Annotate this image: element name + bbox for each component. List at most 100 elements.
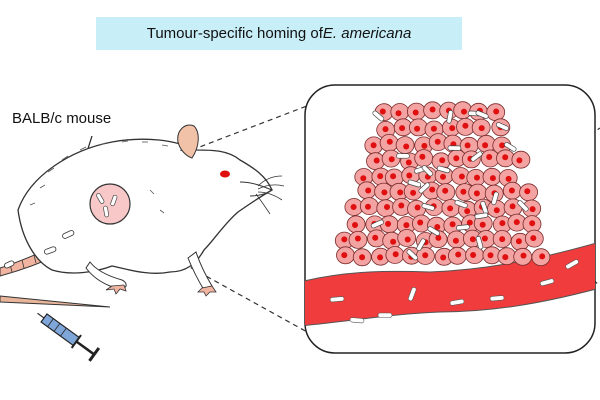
bacterium-rod-icon [491, 191, 499, 206]
cell-nucleus [392, 251, 399, 258]
cell-nucleus [478, 125, 485, 132]
cell-nucleus [341, 252, 348, 259]
cell-nucleus [529, 206, 536, 213]
syringe-icon [37, 312, 101, 362]
cell-nucleus [399, 125, 406, 132]
cell-nucleus [520, 252, 527, 259]
bacterium-rod-icon [565, 259, 579, 270]
mouse-label: BALB/c mouse [12, 110, 112, 127]
cell-nucleus [379, 108, 386, 115]
bacterium-rod-icon [372, 110, 385, 122]
bacterium-rod-icon [62, 230, 75, 239]
cell-nucleus [529, 220, 536, 227]
fore-paw [197, 285, 217, 297]
cell-nucleus [360, 175, 367, 182]
cell-nucleus [487, 252, 494, 259]
hind-paw [105, 284, 127, 295]
cell-nucleus [388, 156, 395, 163]
cell-nucleus [452, 237, 459, 244]
bacterium-rod-icon [475, 235, 484, 250]
cell-nucleus [515, 238, 522, 245]
cell-nucleus [493, 207, 500, 214]
cell-nucleus [359, 254, 366, 261]
cell-nucleus [404, 236, 411, 243]
cell-nucleus [461, 108, 467, 115]
bacterium-rod-icon [504, 142, 517, 152]
bacterium-rod-icon [370, 219, 384, 229]
title-species: E. americana [322, 25, 412, 42]
cell-nucleus [352, 222, 358, 228]
cell-nucleus [430, 125, 437, 132]
cell-nucleus [524, 188, 531, 195]
cell-nucleus [412, 109, 419, 116]
cell-nucleus [377, 254, 384, 261]
bacterium-rod-icon [421, 203, 435, 211]
cell-nucleus [464, 208, 471, 215]
bacterium-rod-icon [407, 179, 422, 188]
cell-nucleus [365, 203, 371, 210]
bacterium-rod-icon [489, 295, 505, 302]
cell-nucleus [385, 220, 392, 227]
cell-nucleus [453, 155, 460, 162]
cell-nucleus [482, 142, 489, 149]
bacterium-rod-icon [454, 199, 468, 209]
cell-nucleus [449, 125, 456, 132]
cell-nucleus [502, 254, 509, 261]
bacterium-rod-icon [495, 122, 509, 131]
cell-nucleus [373, 157, 380, 164]
cell-nucleus [499, 236, 506, 243]
tumour-mass [334, 101, 551, 267]
bacterium-rod-icon [349, 317, 365, 324]
cell-nucleus [350, 204, 357, 210]
diagram-title: Tumour-specific homing of E. americana [96, 17, 462, 50]
cell-nucleus [422, 252, 429, 259]
cell-nucleus [354, 235, 361, 242]
bacterium-rod-icon [470, 151, 483, 162]
bacterium-rod-icon [418, 182, 430, 194]
title-prefix: Tumour-specific homing of [146, 25, 323, 42]
cell-nucleus [377, 173, 384, 180]
bacterium-rod-icon [416, 238, 426, 252]
cell-nucleus [417, 219, 424, 226]
bacterium-rod-icon [446, 110, 454, 124]
cell-nucleus [429, 186, 436, 193]
cell-nucleus [381, 189, 388, 196]
cell-nucleus [493, 108, 500, 115]
cell-nucleus [384, 204, 390, 210]
cell-nucleus [370, 142, 377, 149]
bacterium-rod-icon [406, 249, 419, 261]
bacterium-rod-icon [427, 226, 441, 236]
bacterium-rod-icon [396, 153, 410, 159]
cell-nucleus [449, 221, 456, 228]
cell-nucleus [398, 202, 405, 209]
cell-nucleus [382, 126, 389, 133]
cell-nucleus [429, 106, 436, 113]
cell-nucleus [421, 142, 428, 149]
cell-nucleus [365, 187, 372, 194]
zoom-panel [304, 84, 596, 354]
bacterium-rod-icon [447, 145, 462, 151]
cell-nucleus [439, 157, 446, 164]
bacterium-rod-icon [436, 165, 451, 174]
cell-nucleus [390, 238, 397, 245]
cell-nucleus [499, 142, 506, 149]
cell-nucleus [489, 175, 496, 182]
cell-nucleus [414, 204, 421, 211]
cell-nucleus [372, 234, 379, 241]
cell-nucleus [513, 219, 520, 226]
cell-nucleus [397, 189, 404, 196]
cell-nucleus [435, 234, 442, 241]
mouse-ear [177, 124, 199, 159]
cell-nucleus [405, 159, 412, 166]
cell-nucleus [481, 235, 488, 242]
mouse-body [17, 138, 273, 274]
cell-nucleus [458, 173, 465, 180]
cell-nucleus [447, 205, 454, 212]
cell-nucleus [539, 253, 546, 260]
bacterium-rod-icon [517, 200, 529, 212]
cell-nucleus [470, 252, 477, 258]
bacterium-rod-icon [474, 212, 489, 220]
whiskers [255, 175, 285, 215]
vessel-bacteria [329, 259, 579, 324]
